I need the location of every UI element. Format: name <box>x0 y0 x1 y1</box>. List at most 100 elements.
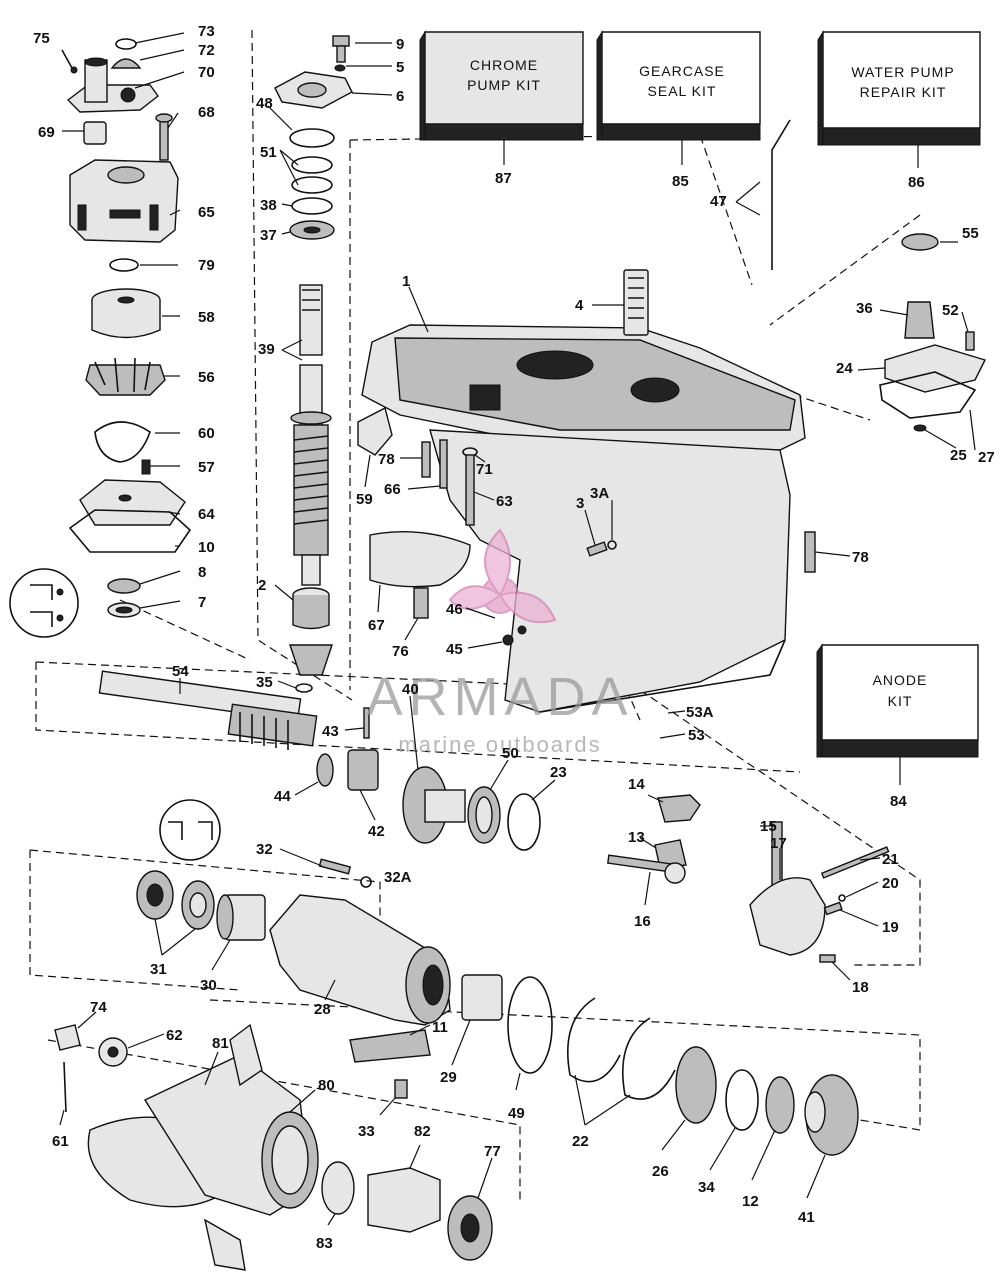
part-label-21: 21 <box>882 851 899 868</box>
part-label-6: 6 <box>396 88 404 105</box>
gearcase-seal-kit-line2: SEAL KIT <box>648 83 717 99</box>
part-label-55: 55 <box>962 225 979 242</box>
chrome-pump-kit-line1: CHROME <box>470 57 538 73</box>
part-label-68: 68 <box>198 104 215 121</box>
shift-linkage-parts <box>606 794 890 963</box>
part-label-59: 59 <box>356 491 373 508</box>
propeller-shaft-parts <box>98 670 541 851</box>
part-label-78: 78 <box>378 451 395 468</box>
part-label-13: 13 <box>628 829 645 846</box>
part-label-28: 28 <box>314 1001 331 1018</box>
part-label-73: 73 <box>198 23 215 40</box>
part-label-18: 18 <box>852 979 869 996</box>
part-label-36: 36 <box>856 300 873 317</box>
part-label-58: 58 <box>198 309 215 326</box>
part-label-62: 62 <box>166 1027 183 1044</box>
part-label-82: 82 <box>414 1123 431 1140</box>
assembly-guide-lines <box>29 29 921 1200</box>
part-label-60: 60 <box>198 425 215 442</box>
part-label-81: 81 <box>212 1035 229 1052</box>
part-label-56: 56 <box>198 369 215 386</box>
kit-ref-85: 85 <box>672 173 689 190</box>
part-label-40: 40 <box>402 681 419 698</box>
gearcase-housing <box>357 269 806 713</box>
kit-ref-86: 86 <box>908 174 925 191</box>
part-label-9: 9 <box>396 36 404 53</box>
part-label-27: 27 <box>978 449 995 466</box>
part-label-65: 65 <box>198 204 215 221</box>
bearing-housing-parts <box>136 799 859 1156</box>
part-label-12: 12 <box>742 1193 759 1210</box>
leader-lines <box>59 32 976 1226</box>
gearcase-seal-kit-box: GEARCASE SEAL KIT 85 <box>596 30 761 190</box>
part-label-23: 23 <box>550 764 567 781</box>
part-label-48: 48 <box>256 95 273 112</box>
part-label-67: 67 <box>368 617 385 634</box>
part-label-31: 31 <box>150 961 167 978</box>
part-label-3: 3 <box>576 495 584 512</box>
part-label-70: 70 <box>198 64 215 81</box>
part-label-10: 10 <box>198 539 215 556</box>
part-label-3a: 3A <box>590 485 609 502</box>
part-label-41: 41 <box>798 1209 815 1226</box>
part-label-14: 14 <box>628 776 645 793</box>
part-label-42: 42 <box>368 823 385 840</box>
middle-hardware <box>369 439 816 646</box>
part-label-16: 16 <box>634 913 651 930</box>
part-label-43: 43 <box>322 723 339 740</box>
part-label-30: 30 <box>200 977 217 994</box>
part-label-24: 24 <box>836 360 853 377</box>
part-label-17: 17 <box>770 835 787 852</box>
part-label-38: 38 <box>260 197 277 214</box>
part-label-33: 33 <box>358 1123 375 1140</box>
part-label-83: 83 <box>316 1235 333 1252</box>
anode-kit-box: ANODE KIT 84 <box>816 643 979 810</box>
part-label-75: 75 <box>33 30 50 47</box>
part-label-39: 39 <box>258 341 275 358</box>
part-label-52: 52 <box>942 302 959 319</box>
part-label-22: 22 <box>572 1133 589 1150</box>
part-label-79: 79 <box>198 257 215 274</box>
part-label-74: 74 <box>90 999 107 1016</box>
part-label-32: 32 <box>256 841 273 858</box>
part-label-5: 5 <box>396 59 404 76</box>
part-label-25: 25 <box>950 447 967 464</box>
water-pump-kit-line1: WATER PUMP <box>851 64 954 80</box>
part-label-35: 35 <box>256 674 273 691</box>
part-label-44: 44 <box>274 788 291 805</box>
part-label-76: 76 <box>392 643 409 660</box>
chrome-pump-kit-box: CHROME PUMP KIT 87 <box>419 30 584 187</box>
part-label-37: 37 <box>260 227 277 244</box>
part-label-64: 64 <box>198 506 215 523</box>
gearcase-seal-kit-line1: GEARCASE <box>639 63 725 79</box>
part-label-57: 57 <box>198 459 215 476</box>
part-label-45: 45 <box>446 641 463 658</box>
part-label-26: 26 <box>652 1163 669 1180</box>
propeller-parts <box>54 1023 493 1271</box>
part-label-19: 19 <box>882 919 899 936</box>
water-tube-parts <box>771 119 986 432</box>
kit-ref-87: 87 <box>495 170 512 187</box>
anode-kit-line1: ANODE <box>873 672 928 688</box>
part-label-61: 61 <box>52 1133 69 1150</box>
part-label-80: 80 <box>318 1077 335 1094</box>
part-label-66: 66 <box>384 481 401 498</box>
part-label-63: 63 <box>496 493 513 510</box>
water-pump-parts <box>9 38 192 638</box>
drive-shaft-parts <box>274 35 353 693</box>
part-label-54: 54 <box>172 663 189 680</box>
part-label-53a: 53A <box>686 704 714 721</box>
part-label-29: 29 <box>440 1069 457 1086</box>
part-label-1: 1 <box>402 273 410 290</box>
part-label-15: 15 <box>760 818 777 835</box>
part-label-7: 7 <box>198 594 206 611</box>
anode-kit-line2: KIT <box>888 693 913 709</box>
part-label-8: 8 <box>198 564 206 581</box>
part-label-77: 77 <box>484 1143 501 1160</box>
part-label-20: 20 <box>882 875 899 892</box>
part-label-34: 34 <box>698 1179 715 1196</box>
part-label-46: 46 <box>446 601 463 618</box>
armada-watermark: ARMADA marine outboards <box>366 528 628 757</box>
